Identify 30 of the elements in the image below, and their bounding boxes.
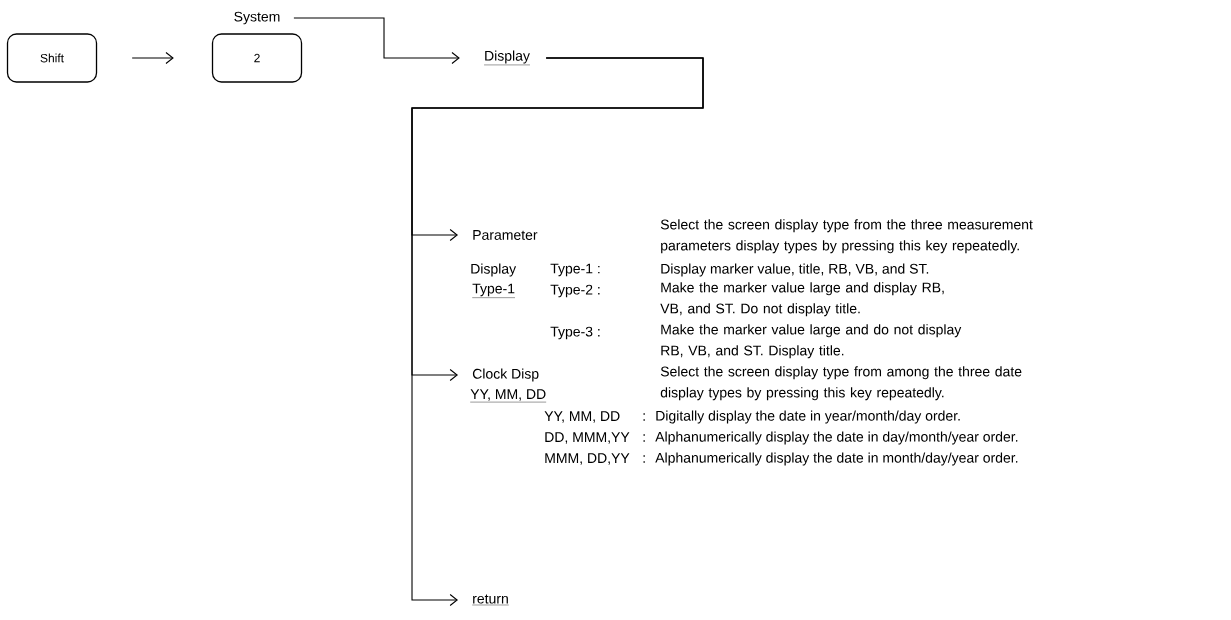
arrow	[411, 57, 704, 607]
menu-item: Parameter	[473, 230, 538, 240]
key-button: Shift	[6, 33, 98, 83]
option-label: Digitally display the date in year/month/day order.	[656, 410, 960, 424]
option-label: Display marker value, title, RB, VB, and ST.	[661, 263, 929, 277]
description-text: Select the screen display type from the three measurement parameters display types by pressing this key repeatedly.	[660, 219, 1033, 254]
description-text: Make the marker value large and display RB, VB, and ST. Do not display title.	[660, 282, 944, 317]
menu-item: Display	[483, 50, 531, 66]
option-label: YY, MM, DD	[544, 411, 620, 423]
description-text: Make the marker value large and do not display RB, VB, and ST. Display title.	[661, 324, 962, 359]
menu-item: Clock Disp	[472, 368, 539, 382]
option-label: :	[643, 455, 645, 463]
option-label: Type-2 :	[550, 284, 600, 298]
option-label: Display	[471, 263, 517, 277]
arrow	[293, 17, 460, 65]
option-label: :	[643, 413, 645, 421]
option-label: MMM, DD,YY	[545, 453, 630, 465]
option-label: Type-1 :	[550, 263, 600, 277]
arrow	[131, 51, 174, 65]
key-button: 2	[211, 33, 303, 83]
option-label: Type-3 :	[550, 326, 600, 340]
option-label: DD, MMM,YY	[545, 432, 630, 444]
description-text: Select the screen display type from among the three date display types by pressing this key repeatedly.	[660, 366, 1022, 401]
option-label: Alphanumerically display the date in month/day/year order.	[655, 452, 1018, 466]
option-label: YY, MM, DD	[470, 389, 547, 403]
option-label: Type-1	[472, 283, 516, 298]
key-label: System	[234, 11, 280, 25]
menu-item: return	[472, 594, 509, 606]
option-label: Alphanumerically display the date in day/month/year order.	[655, 431, 1018, 445]
option-label: :	[643, 434, 645, 442]
